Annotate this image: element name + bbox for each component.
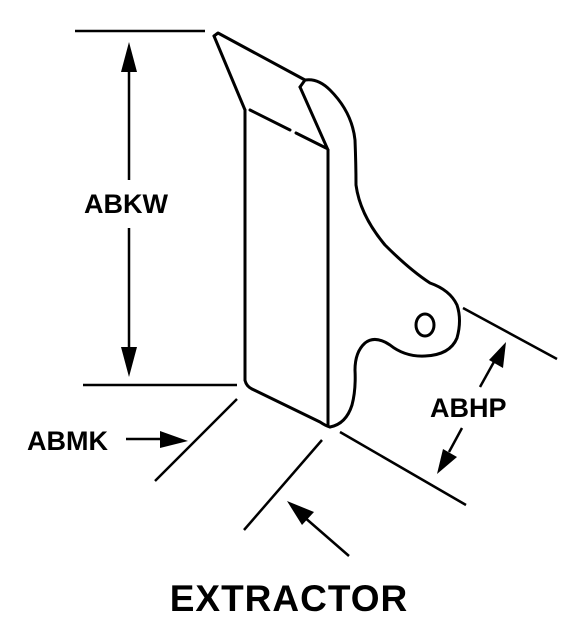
pointer-shaft <box>302 515 350 557</box>
diagram-title: EXTRACTOR <box>170 578 409 619</box>
part-back-profile <box>303 78 461 429</box>
part-left-slant-edge <box>212 34 247 112</box>
abmk-extension-left <box>154 398 238 482</box>
part-front-top-edge <box>248 108 328 150</box>
part-top-bevel <box>212 31 307 89</box>
extractor-pointer <box>287 501 350 557</box>
abmk-arrow-right <box>160 431 188 448</box>
part-bevel-inner-line <box>298 85 330 152</box>
dimension-abkw: ABKW <box>75 29 237 387</box>
abhp-dimension-line-lower <box>447 427 464 453</box>
abhp-extension-bottom <box>339 430 467 507</box>
abhp-label: ABHP <box>430 393 507 423</box>
abmk-label: ABMK <box>27 426 108 456</box>
abmk-extension-right <box>243 439 323 531</box>
abkw-arrow-down <box>121 347 137 377</box>
part-mounting-hole <box>414 312 436 338</box>
abhp-dimension-line-upper <box>478 359 497 388</box>
abkw-arrow-up <box>121 42 137 72</box>
dimension-abmk: ABMK <box>27 398 323 531</box>
extractor-part <box>212 31 461 429</box>
dimension-abhp: ABHP <box>339 306 558 507</box>
abhp-arrow-up <box>489 342 506 368</box>
abkw-label: ABKW <box>84 189 168 219</box>
abhp-extension-top <box>462 306 558 361</box>
abhp-arrow-down <box>437 449 457 474</box>
pointer-arrowhead <box>287 501 314 525</box>
part-front-bottom-edge <box>243 378 332 429</box>
